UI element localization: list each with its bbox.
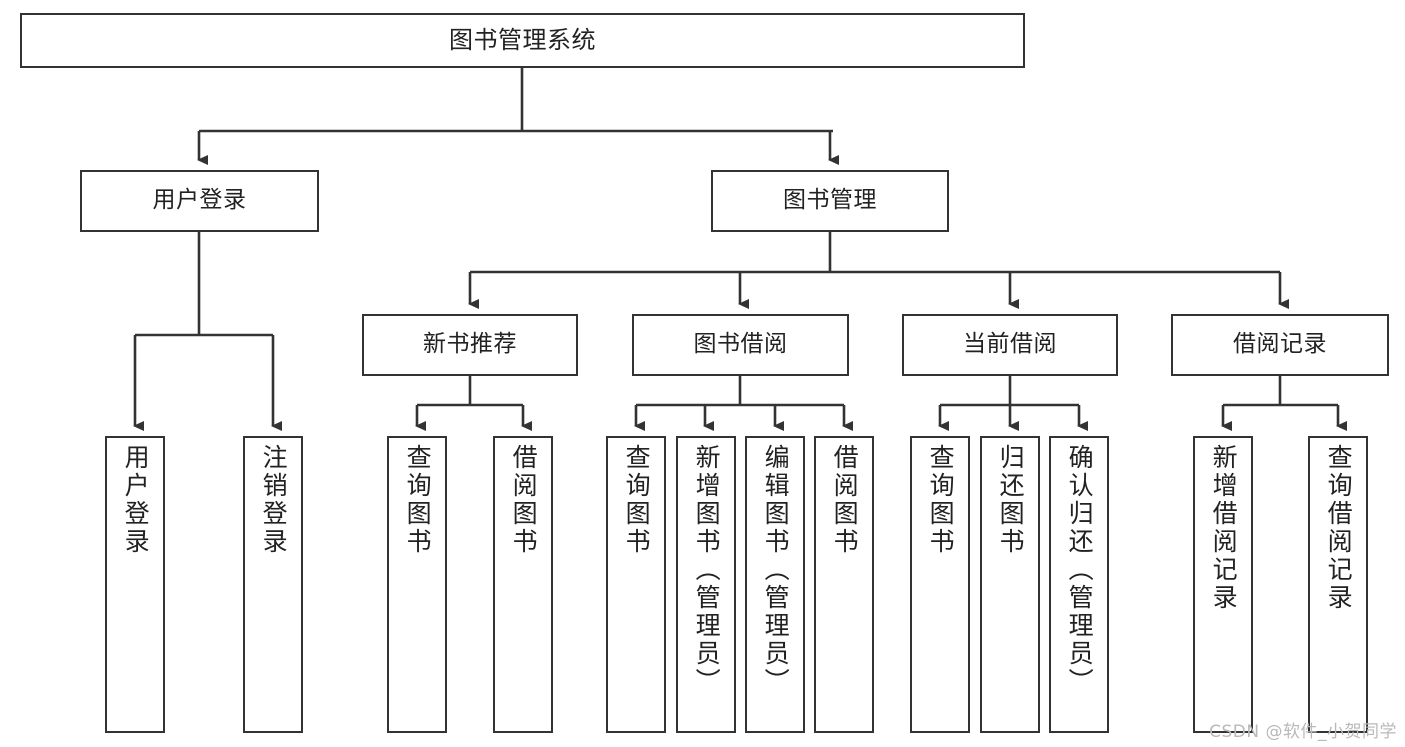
node-leaf-label: 注销登录 — [259, 444, 289, 556]
node-leaf-label: 查询图书 — [926, 444, 956, 556]
node-user-login[interactable]: 用户登录 — [80, 170, 319, 232]
node-leaf-label: 确认归还（管理员） — [1065, 444, 1095, 696]
node-book-borrow[interactable]: 图书借阅 — [632, 314, 849, 376]
node-book-management-label: 图书管理 — [783, 187, 877, 214]
node-root-system-label: 图书管理系统 — [449, 26, 596, 55]
node-current-borrow-label: 当前借阅 — [963, 331, 1057, 358]
node-leaf-user-login-logout[interactable]: 注销登录 — [243, 436, 303, 733]
node-user-login-label: 用户登录 — [152, 187, 247, 214]
node-leaf-label: 编辑图书（管理员） — [761, 444, 791, 696]
node-leaf-user-login-login[interactable]: 用户登录 — [105, 436, 165, 733]
node-book-borrow-label: 图书借阅 — [693, 331, 788, 358]
node-leaf-label: 借阅图书 — [509, 444, 539, 556]
node-leaf-newbook-borrow-book[interactable]: 借阅图书 — [493, 436, 553, 733]
node-leaf-label: 新增借阅记录 — [1209, 444, 1239, 612]
node-leaf-borrow-borrow-book[interactable]: 借阅图书 — [814, 436, 874, 733]
node-leaf-label: 新增图书（管理员） — [692, 444, 722, 696]
node-leaf-label: 查询图书 — [622, 444, 652, 556]
node-root-system[interactable]: 图书管理系统 — [20, 13, 1025, 68]
node-leaf-current-confirm-return-admin[interactable]: 确认归还（管理员） — [1049, 436, 1109, 733]
node-leaf-borrow-edit-book-admin[interactable]: 编辑图书（管理员） — [745, 436, 805, 733]
node-new-book-recommend-label: 新书推荐 — [423, 331, 517, 358]
node-new-book-recommend[interactable]: 新书推荐 — [362, 314, 578, 376]
node-borrow-record[interactable]: 借阅记录 — [1171, 314, 1389, 376]
node-current-borrow[interactable]: 当前借阅 — [902, 314, 1118, 376]
node-leaf-label: 查询图书 — [403, 444, 433, 556]
node-leaf-borrow-query-book[interactable]: 查询图书 — [606, 436, 666, 733]
node-book-management[interactable]: 图书管理 — [711, 170, 949, 232]
node-leaf-borrow-add-book-admin[interactable]: 新增图书（管理员） — [676, 436, 736, 733]
node-leaf-label: 用户登录 — [121, 444, 151, 556]
node-leaf-newbook-query-book[interactable]: 查询图书 — [387, 436, 447, 733]
node-leaf-record-query-record[interactable]: 查询借阅记录 — [1308, 436, 1368, 733]
node-leaf-label: 查询借阅记录 — [1324, 444, 1354, 612]
node-leaf-label: 借阅图书 — [830, 444, 860, 556]
node-leaf-current-return-book[interactable]: 归还图书 — [980, 436, 1040, 733]
node-leaf-label: 归还图书 — [996, 444, 1026, 556]
node-leaf-current-query-book[interactable]: 查询图书 — [910, 436, 970, 733]
csdn-watermark: CSDN @软件_小贺同学 — [1209, 722, 1397, 742]
node-leaf-record-add-record[interactable]: 新增借阅记录 — [1193, 436, 1253, 733]
node-borrow-record-label: 借阅记录 — [1233, 331, 1327, 358]
